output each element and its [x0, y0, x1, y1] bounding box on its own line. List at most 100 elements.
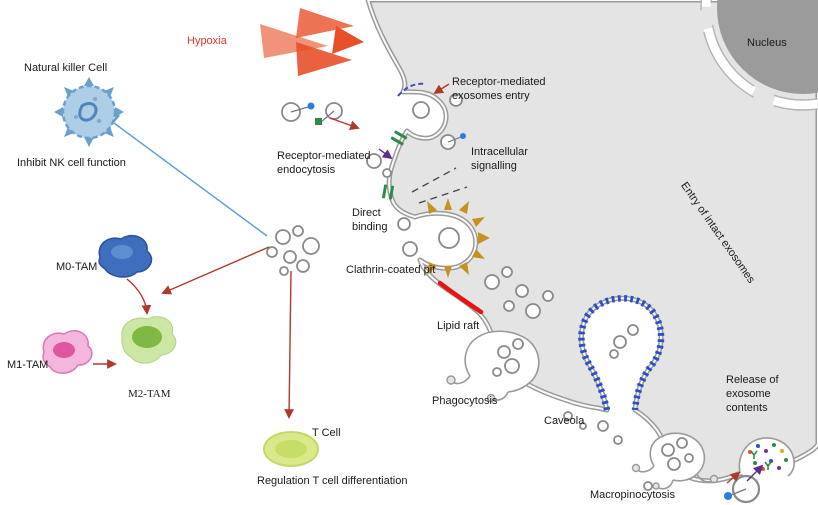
exosome — [512, 338, 524, 350]
macropinocytosis-arm-tip — [709, 474, 719, 484]
exosome — [684, 453, 694, 463]
m2-tam-graphic — [121, 316, 177, 364]
phagocytosis-arm-tip — [446, 375, 456, 385]
exosome — [449, 93, 463, 107]
clathrin-pit-label: Clathrin-coated pit — [346, 264, 436, 276]
hypoxia-bolt — [296, 8, 354, 38]
exosome — [542, 290, 554, 302]
exosome — [275, 229, 291, 245]
m1-tam-label: M1-TAM — [7, 359, 49, 371]
exosome — [503, 300, 515, 312]
content-dot — [761, 467, 765, 471]
exosome — [613, 435, 623, 445]
receptor-endocytosis-label: Receptor-mediated endocytosis — [277, 150, 371, 176]
caveola-label: Caveola — [544, 415, 585, 427]
hypoxia-bolt — [296, 42, 352, 76]
phagocytosis-label: Phagocytosis — [432, 395, 498, 407]
regulation-label: Regulation T cell differentiation — [257, 475, 408, 487]
entry-cup-dashed-arc — [397, 82, 427, 97]
arrow-to-membrane — [329, 117, 360, 130]
release-arrow — [746, 464, 764, 482]
content-dot — [784, 458, 788, 462]
content-dot — [772, 443, 776, 447]
exosome — [497, 345, 511, 359]
m2-body — [132, 326, 162, 348]
exosome — [492, 367, 502, 377]
nk-inner-squiggle — [78, 102, 98, 122]
exosome — [283, 250, 297, 264]
exosome — [397, 217, 411, 231]
direct-binding-label: Direct binding — [352, 207, 388, 233]
exosome — [501, 266, 513, 278]
nk-body — [61, 84, 117, 140]
m0-highlight — [111, 245, 133, 259]
m1-tam-graphic — [42, 330, 93, 374]
phagocytosis-arm-tip — [486, 393, 496, 403]
nuclear-envelope-inner-line — [710, 0, 818, 101]
exosome-ligands — [290, 102, 747, 500]
t-cell-label: T Cell — [312, 427, 341, 439]
release-red-arrow — [726, 471, 741, 484]
exosome — [643, 481, 653, 491]
receptor-icon — [390, 130, 408, 146]
nk-granule — [74, 115, 78, 119]
intracellular-signalling-dashes — [411, 167, 468, 204]
release-contents-label: Release of exosome contents — [726, 374, 779, 414]
macropinocytosis-arm-tip — [652, 482, 660, 490]
ligand-stalk — [320, 110, 335, 123]
content-dot — [780, 449, 784, 453]
macropinocytosis-arm-tip — [631, 463, 641, 473]
lipid-raft-highlight — [437, 280, 484, 315]
nucleus-graphic — [700, 0, 818, 111]
exosome — [279, 266, 289, 276]
phagocytosis-rim — [464, 330, 540, 393]
nk-cell-graphic — [54, 77, 124, 147]
endocytosis-purple-arrow — [378, 148, 393, 160]
exosome — [402, 241, 418, 257]
nk-granule — [93, 97, 97, 101]
t-cell-graphic — [263, 431, 319, 467]
ligand-dot — [724, 492, 732, 500]
m1-core — [53, 342, 75, 358]
exosome — [579, 422, 587, 430]
arrow-to-tam — [161, 246, 270, 295]
m0-tam-graphic — [98, 234, 153, 278]
release-pocket-rim — [738, 437, 795, 477]
exosome — [266, 246, 278, 258]
exosome — [382, 168, 392, 178]
exosome — [676, 437, 688, 449]
exosome — [296, 259, 310, 273]
arrow-to-t-cell — [284, 270, 295, 419]
natural-killer-cell-label: Natural killer Cell — [24, 62, 108, 74]
content-dot — [764, 449, 768, 453]
hypoxia-bolt — [260, 24, 328, 58]
receptor-exosome-entry-label: Receptor-mediated exosomes entry — [452, 76, 546, 102]
ligand-square — [315, 118, 322, 125]
m2-tam-label: M2-TAM — [128, 388, 171, 400]
hypoxia-label: Hypoxia — [187, 35, 227, 47]
exosomes — [266, 93, 761, 504]
hypoxia-arrows — [260, 8, 364, 76]
clathrin-coat-triangles — [427, 198, 490, 278]
inhibition-line — [106, 114, 268, 237]
ligand-dot — [307, 102, 315, 110]
ligand-stalk — [730, 488, 747, 496]
nk-granule — [96, 118, 102, 124]
receptor-icon — [382, 184, 394, 200]
t-cell-inner — [275, 440, 307, 458]
nk-spikes — [54, 77, 124, 147]
arrow-m0-to-m2 — [126, 278, 152, 315]
exosome — [613, 335, 627, 349]
content-dot — [777, 466, 781, 470]
exosome — [292, 225, 304, 237]
red-arrows — [93, 83, 450, 419]
exosome — [597, 420, 609, 432]
exosome — [563, 411, 573, 421]
macropinocytosis-rim — [649, 432, 706, 482]
nucleus-label: Nucleus — [747, 37, 787, 49]
exosome — [515, 284, 529, 298]
inhibit-shaft — [113, 122, 268, 237]
membrane-receptors — [382, 130, 408, 200]
